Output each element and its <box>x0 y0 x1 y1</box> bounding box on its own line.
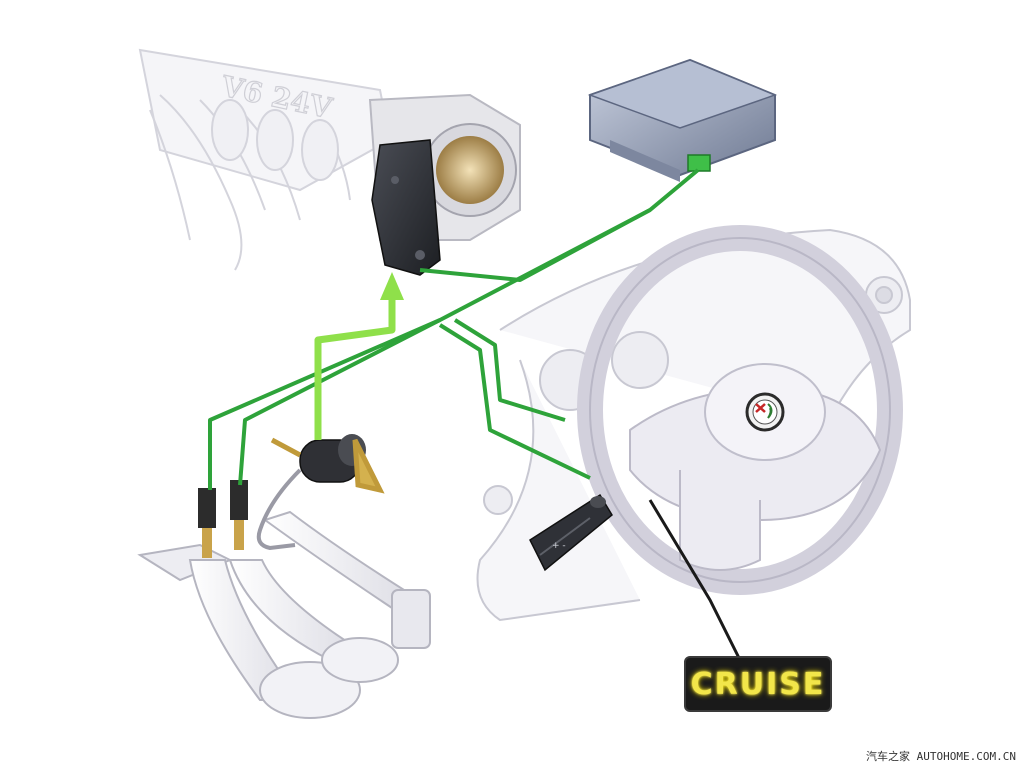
throttle-actuator <box>270 434 385 494</box>
svg-text:+ -: + - <box>552 541 566 551</box>
label-leader-line <box>648 499 742 661</box>
cruise-label-text: CRUISE <box>690 666 826 702</box>
wiring-harness <box>208 168 700 490</box>
alfa-romeo-logo-icon <box>745 392 785 432</box>
throttle-cable <box>256 468 302 551</box>
throttle-body <box>368 93 521 276</box>
dashboard <box>476 228 911 622</box>
brake-switch <box>198 488 216 558</box>
watermark: 汽车之家 AUTOHOME.COM.CN <box>866 750 1016 763</box>
engine-manifold <box>138 48 392 271</box>
clutch-switch <box>230 480 248 550</box>
pedal-assembly <box>137 510 431 719</box>
cruise-control-stalk: + - <box>529 493 613 572</box>
control-signal-arrow <box>314 272 404 440</box>
cruise-label-box: CRUISE <box>684 656 832 712</box>
ecu-control-unit <box>587 58 778 182</box>
steering-wheel <box>577 225 903 595</box>
